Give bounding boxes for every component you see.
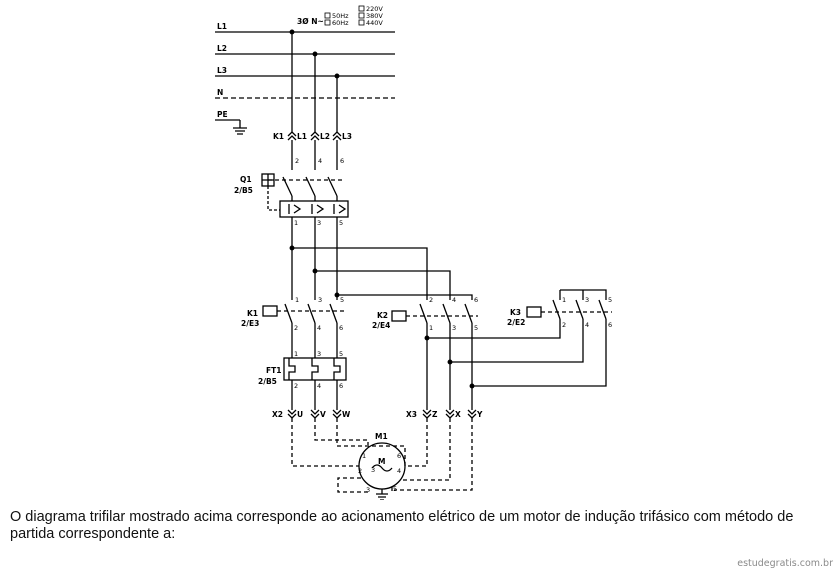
output-x3: X3 <box>406 410 417 419</box>
terminal-l2: L2 <box>320 132 330 141</box>
fuse-icon <box>287 131 297 141</box>
svg-text:1: 1 <box>294 350 298 358</box>
output-w: W <box>342 410 351 419</box>
output-x: X <box>455 410 461 419</box>
contactor-k3-label: K3 <box>510 308 521 317</box>
contactor-k3-ref: 2/E2 <box>507 318 525 327</box>
contactor-k2-ref: 2/E4 <box>372 321 390 330</box>
svg-text:3: 3 <box>318 296 322 304</box>
bus-label-l1: L1 <box>217 22 227 31</box>
contactor-k1-ref: 2/E3 <box>241 319 259 328</box>
svg-text:1: 1 <box>562 296 566 304</box>
svg-text:5: 5 <box>608 296 612 304</box>
svg-text:5: 5 <box>339 350 343 358</box>
svg-text:3: 3 <box>452 324 456 332</box>
svg-text:1: 1 <box>294 219 298 227</box>
fuse-icon <box>310 131 320 141</box>
output-y: Y <box>476 410 483 419</box>
svg-text:6: 6 <box>397 452 401 460</box>
freq-60hz: 60Hz <box>332 19 349 27</box>
coil-k1-icon <box>262 305 278 317</box>
svg-text:2: 2 <box>295 157 299 165</box>
terminal-l3: L3 <box>342 132 352 141</box>
svg-text:4: 4 <box>585 321 589 329</box>
motor-symbol: M <box>378 457 385 466</box>
svg-text:2: 2 <box>358 467 362 475</box>
svg-text:2: 2 <box>294 382 298 390</box>
svg-text:6: 6 <box>339 382 343 390</box>
svg-text:4: 4 <box>318 157 322 165</box>
thermal-trip-block <box>279 200 349 218</box>
three-phase-wiring-diagram: L1 L2 L3 N PE 3Ø N~ 50Hz 60Hz 220V 380V … <box>215 5 612 500</box>
motor-id: M1 <box>375 432 388 441</box>
svg-text:6: 6 <box>608 321 612 329</box>
svg-text:5: 5 <box>474 324 478 332</box>
output-x2: X2 <box>272 410 283 419</box>
overload-ft1-label: FT1 <box>266 366 281 375</box>
svg-text:4: 4 <box>452 296 456 304</box>
motor-ground-icon <box>376 489 388 500</box>
bus-label-n: N <box>217 88 223 97</box>
bus-label-l3: L3 <box>217 66 227 75</box>
supply-system-label: 3Ø N~ <box>297 17 324 26</box>
output-z: Z <box>432 410 438 419</box>
svg-text:6: 6 <box>474 296 478 304</box>
motor-m1 <box>358 442 406 490</box>
terminal-k1: K1 <box>273 132 284 141</box>
site-watermark: estudegratis.com.br <box>737 558 833 569</box>
contactor-k2-label: K2 <box>377 311 388 320</box>
svg-text:1: 1 <box>295 296 299 304</box>
ground-icon <box>233 120 247 135</box>
overload-relay-block <box>283 357 347 381</box>
svg-text:5: 5 <box>393 485 397 493</box>
question-text: O diagrama trifilar mostrado acima corre… <box>10 509 794 542</box>
overload-ft1-ref: 2/B5 <box>258 377 277 386</box>
coil-k2-icon <box>391 310 407 322</box>
breaker-q1-label: Q1 <box>240 175 252 184</box>
volt-380: 380V <box>366 12 383 20</box>
svg-text:6: 6 <box>339 324 343 332</box>
volt-220: 220V <box>366 5 383 13</box>
coil-k3-icon <box>526 306 542 318</box>
motor-phases: 3 <box>371 466 375 474</box>
bus-label-l2: L2 <box>217 44 227 53</box>
svg-text:5: 5 <box>340 296 344 304</box>
svg-text:1: 1 <box>429 324 433 332</box>
svg-text:1: 1 <box>362 452 366 460</box>
svg-text:2: 2 <box>562 321 566 329</box>
freq-50hz: 50Hz <box>332 12 349 20</box>
svg-text:3: 3 <box>585 296 589 304</box>
svg-text:3: 3 <box>317 219 321 227</box>
svg-text:3: 3 <box>366 486 370 494</box>
svg-text:2: 2 <box>294 324 298 332</box>
svg-text:3: 3 <box>317 350 321 358</box>
bus-label-pe: PE <box>217 110 228 119</box>
svg-text:2: 2 <box>429 296 433 304</box>
volt-440: 440V <box>366 19 383 27</box>
svg-text:4: 4 <box>397 467 401 475</box>
output-u: U <box>297 410 303 419</box>
fuse-icon <box>332 131 342 141</box>
svg-text:4: 4 <box>317 324 321 332</box>
output-v: V <box>320 410 326 419</box>
svg-text:4: 4 <box>317 382 321 390</box>
terminal-l1: L1 <box>297 132 307 141</box>
contactor-k1-label: K1 <box>247 309 258 318</box>
svg-text:6: 6 <box>340 157 344 165</box>
svg-text:5: 5 <box>339 219 343 227</box>
breaker-q1-ref: 2/B5 <box>234 186 253 195</box>
